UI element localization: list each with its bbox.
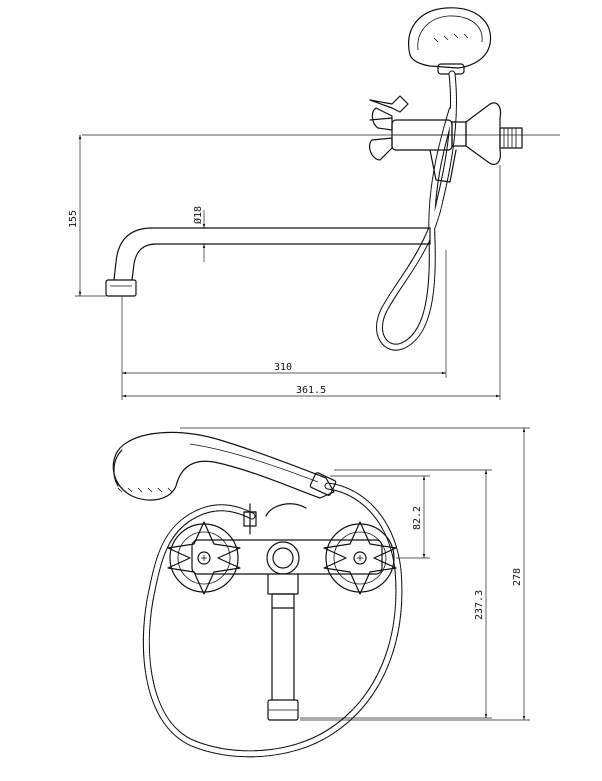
front-hose (142, 482, 403, 758)
height-237-3-label: 237.3 (474, 590, 485, 620)
spout-310-label: 310 (274, 362, 292, 373)
height-278-dimension: 278 (180, 427, 530, 721)
side-spout (105, 227, 431, 297)
side-shower-head (408, 7, 492, 75)
diameter-label: Ø18 (192, 206, 204, 224)
overall-361-5-label: 361.5 (296, 385, 326, 396)
front-view: 82.2 237.3 278 (112, 427, 530, 758)
front-valve-body (191, 503, 383, 721)
front-left-handle (167, 521, 241, 595)
front-right-handle (323, 521, 397, 595)
height-155-label: 155 (68, 210, 79, 228)
height-155-dimension: 155 (68, 135, 106, 297)
overall-361-5-dimension: 361.5 (122, 165, 501, 400)
diameter-dimension: Ø18 (192, 206, 206, 262)
front-shower-head (112, 431, 337, 501)
spout-310-dimension: 310 (121, 250, 447, 400)
offset-82-2-dimension: 82.2 (330, 475, 430, 559)
height-237-3-dimension: 237.3 (300, 469, 492, 719)
height-278-label: 278 (512, 568, 523, 586)
side-view: Ø18 155 310 361.5 (68, 7, 560, 400)
offset-82-2-label: 82.2 (412, 506, 423, 530)
